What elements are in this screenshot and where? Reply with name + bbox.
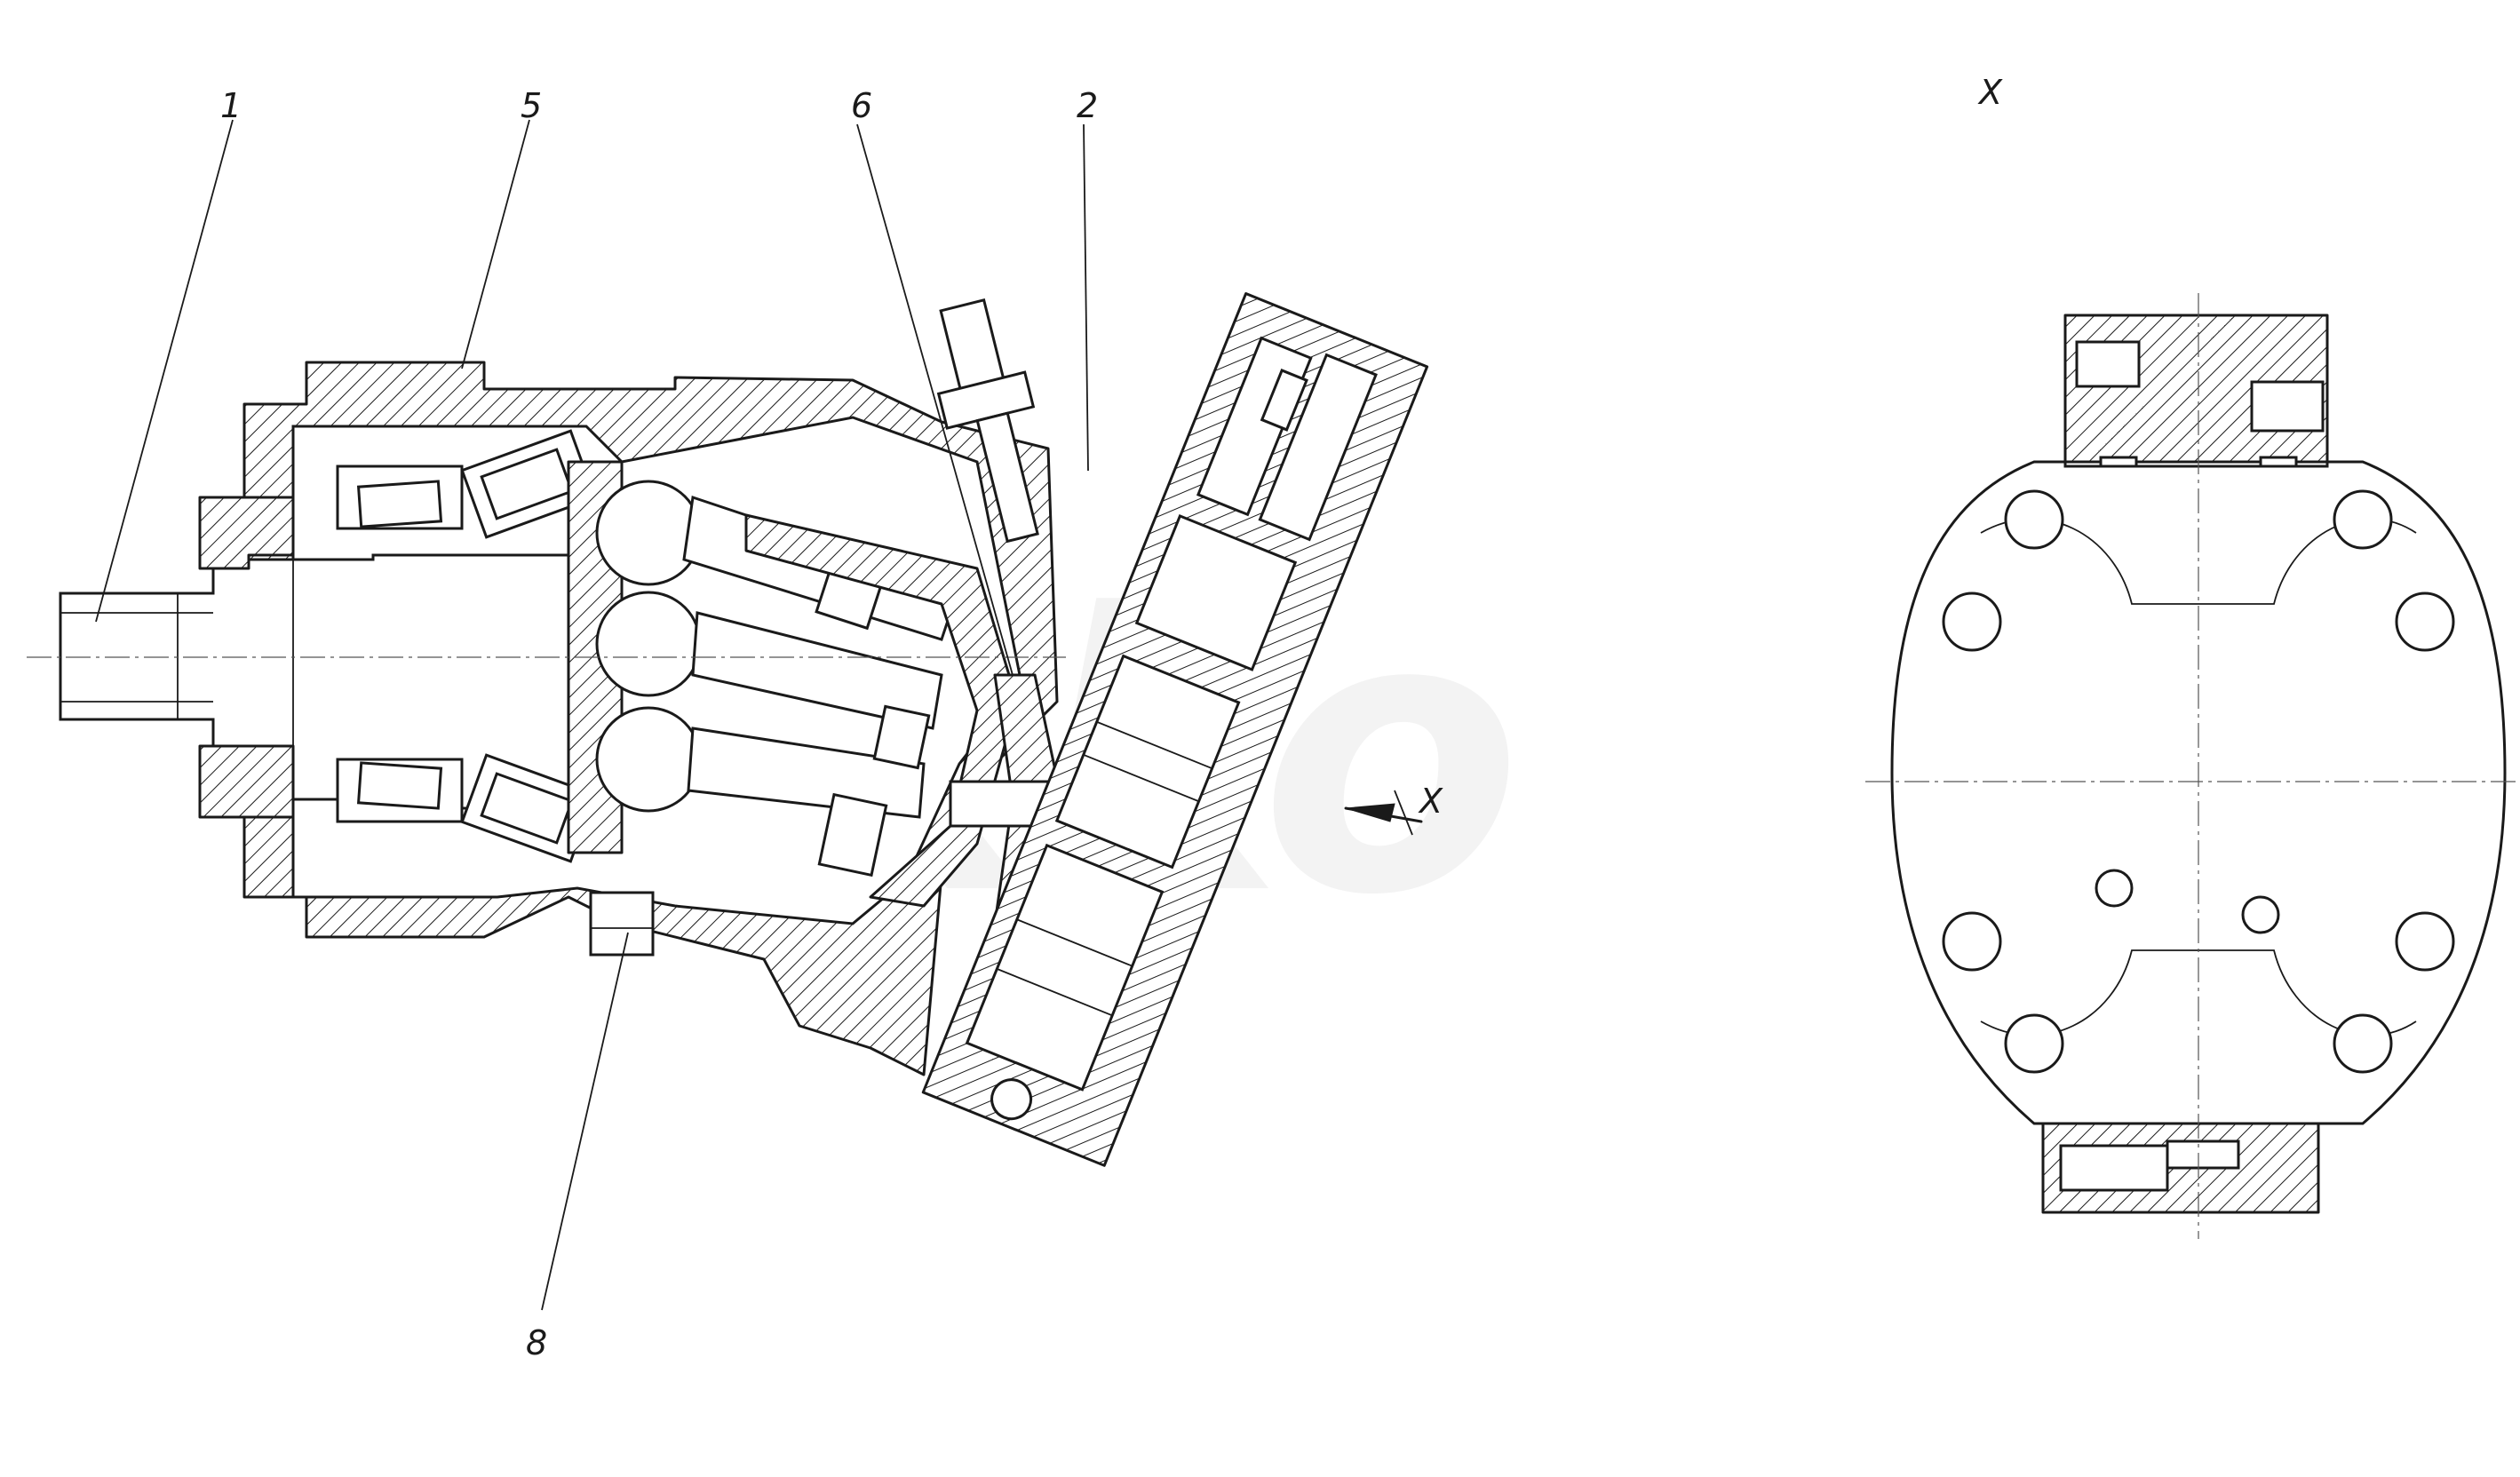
callout-8: 8 bbox=[526, 1323, 547, 1362]
bearing-bottom bbox=[336, 753, 597, 863]
leader-6 bbox=[856, 123, 1014, 676]
view-arrow-label: X bbox=[1418, 782, 1443, 821]
callout-6: 6 bbox=[851, 86, 872, 125]
leader-8 bbox=[541, 932, 629, 1311]
section-view bbox=[27, 119, 1429, 1311]
leader-5 bbox=[461, 119, 530, 369]
callout-1: 1 bbox=[220, 86, 242, 125]
view-arrow bbox=[1344, 790, 1423, 836]
bearing-top bbox=[336, 429, 597, 539]
leader-2 bbox=[1083, 123, 1089, 472]
leader-1 bbox=[95, 119, 234, 623]
view-x-label: X bbox=[1977, 73, 2003, 112]
ball-joint-2 bbox=[595, 591, 702, 697]
callout-2: 2 bbox=[1077, 86, 1098, 125]
drain-plug bbox=[589, 891, 655, 957]
angled-bolt bbox=[936, 298, 1039, 544]
callout-5: 5 bbox=[521, 86, 542, 125]
port-cover bbox=[921, 292, 1429, 1167]
flange-bolts bbox=[1942, 489, 2455, 1074]
view-x bbox=[1865, 293, 2520, 1239]
front-cover bbox=[198, 496, 295, 570]
ball-joint-1 bbox=[595, 480, 702, 586]
ball-joint-3 bbox=[595, 706, 702, 813]
